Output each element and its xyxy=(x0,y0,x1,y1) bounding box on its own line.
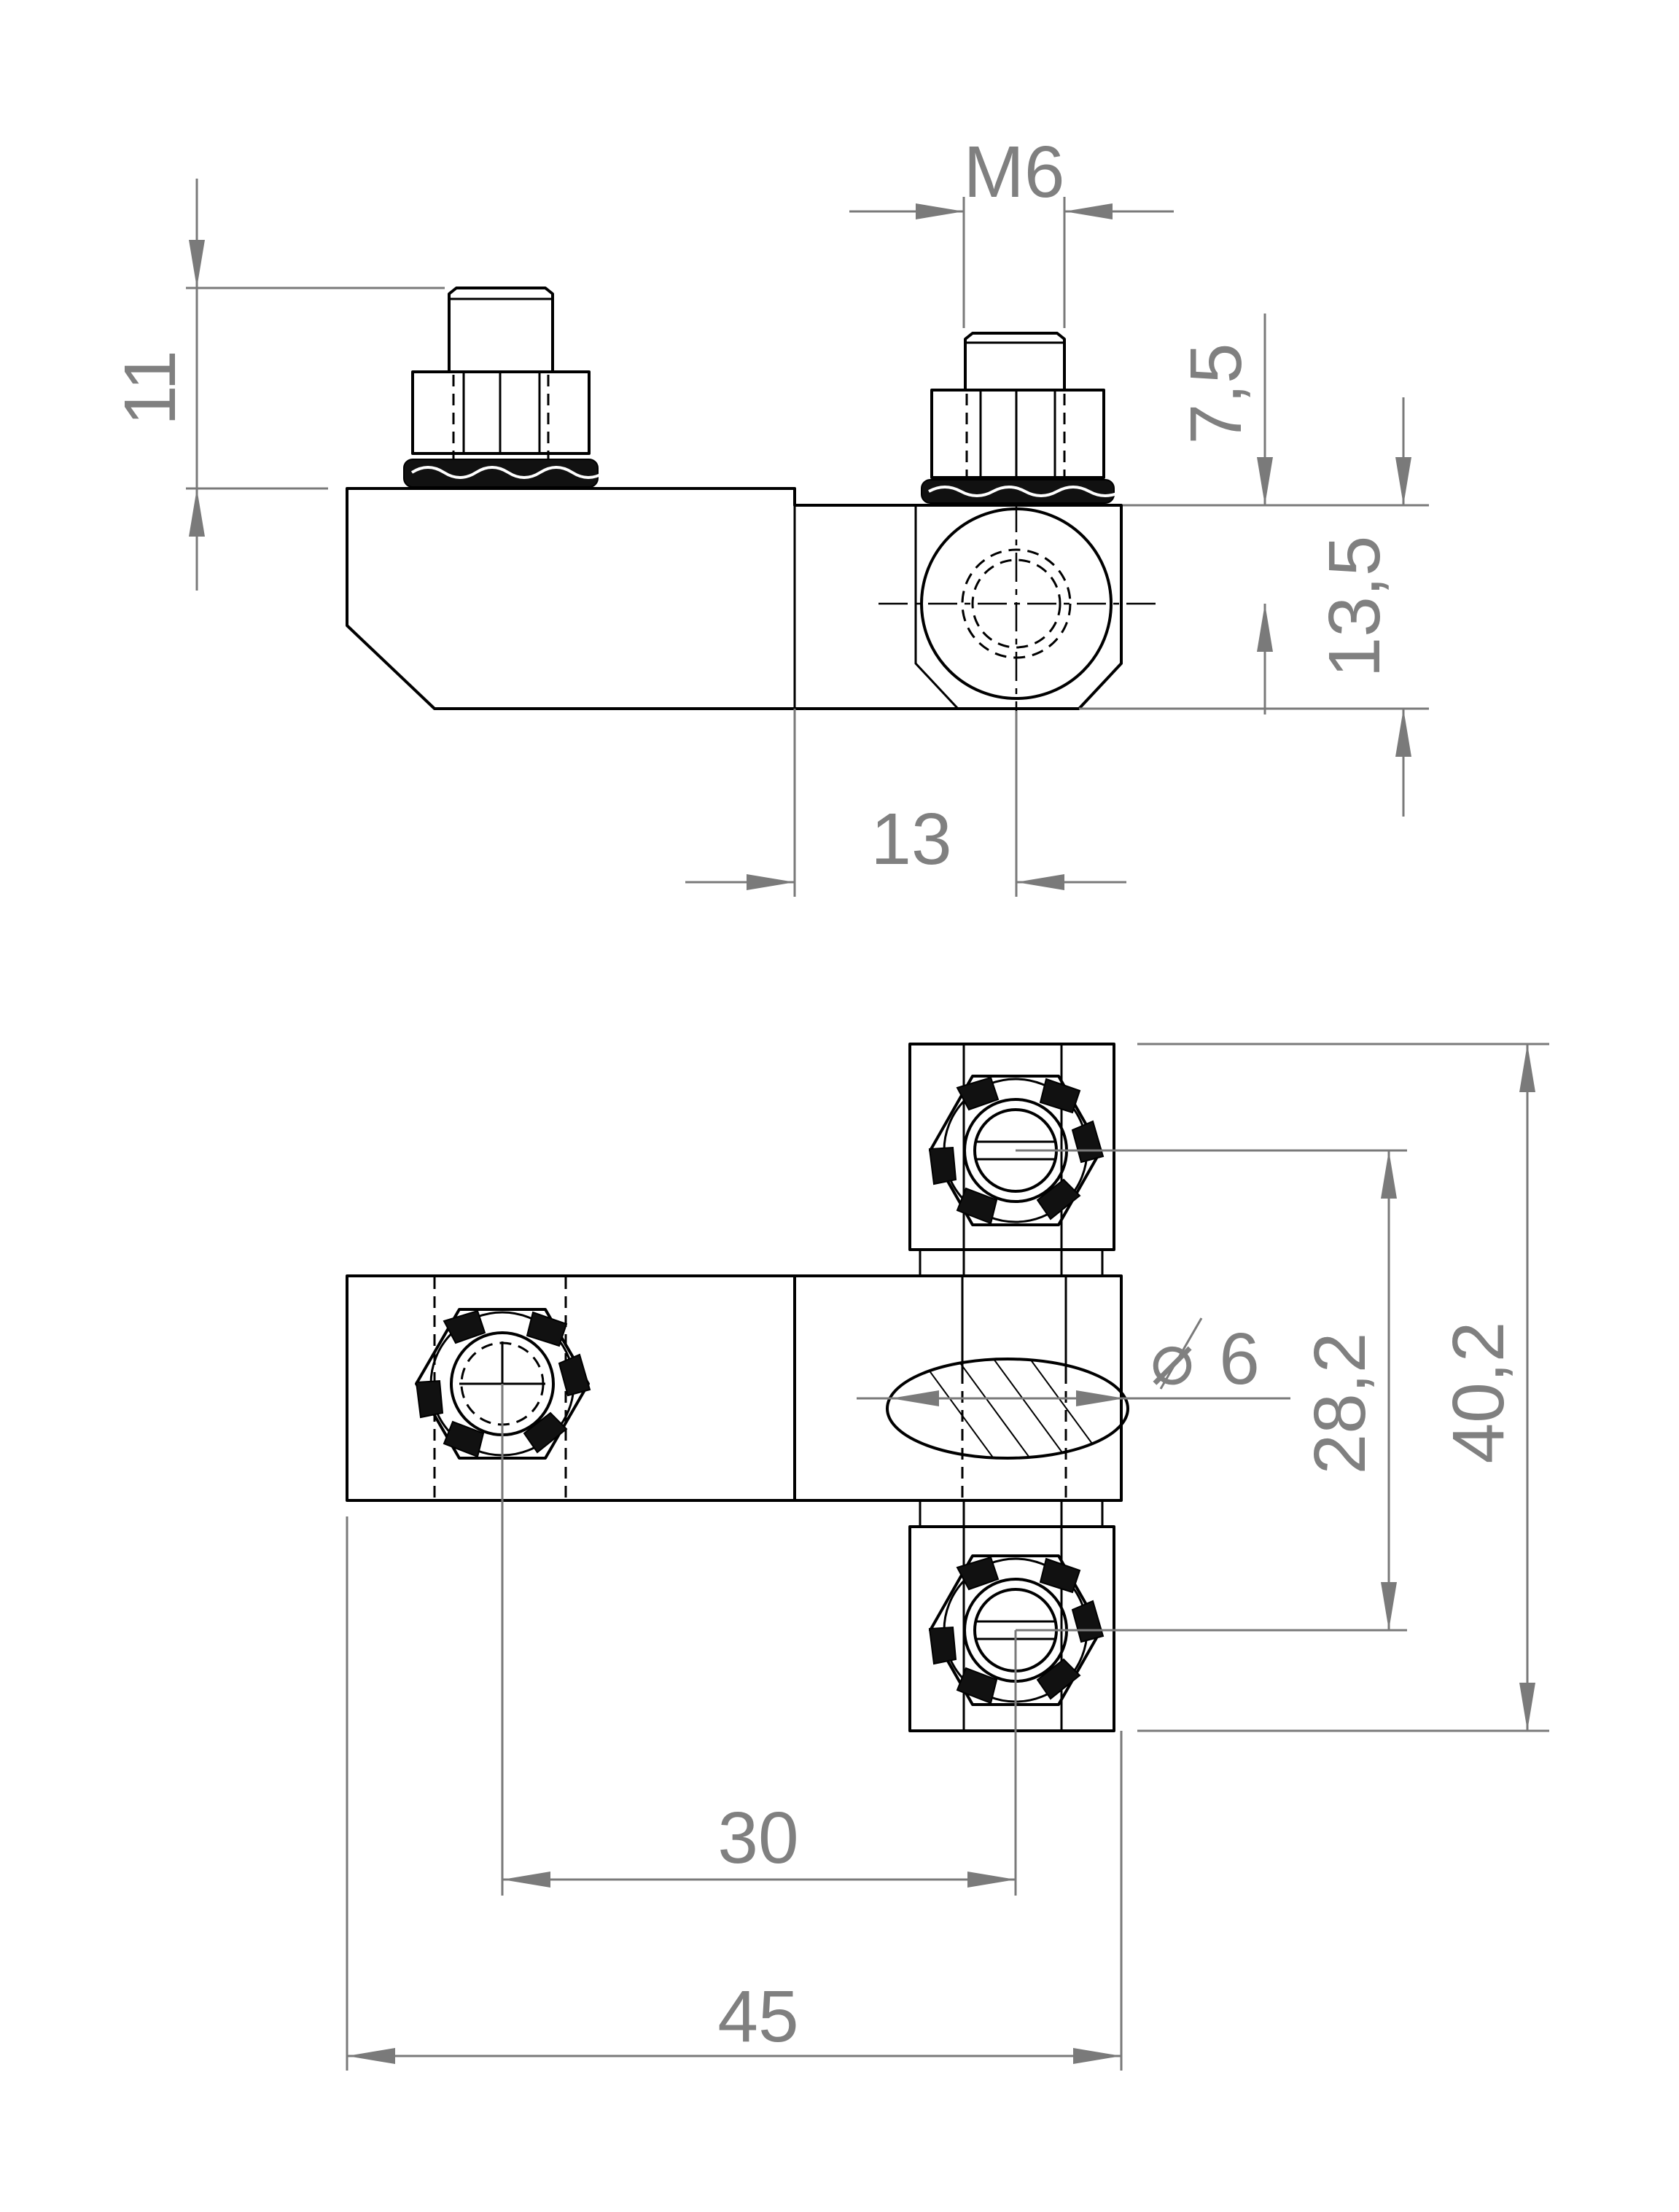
top-view-clamp-body xyxy=(793,1274,1123,1502)
dim-stud-spacing: 30 xyxy=(501,1384,1017,1896)
dim-diameter: ⌀ 6 xyxy=(857,1317,1290,1406)
top-view xyxy=(346,1043,1129,1732)
dim-hole-offset: 13 xyxy=(685,709,1126,897)
cross-hole-section xyxy=(886,1358,1129,1460)
dim-diameter-label: 6 xyxy=(1219,1318,1260,1400)
dim-stud-offset-label: 7,5 xyxy=(1175,343,1257,444)
dim-stud-height: 11 xyxy=(109,179,445,591)
dim-stud-height-label: 11 xyxy=(109,350,191,426)
dim-stud-spacing-label: 30 xyxy=(717,1797,798,1879)
side-view xyxy=(346,287,1159,711)
dim-overall-height-label: 40,2 xyxy=(1438,1322,1519,1464)
nut-left xyxy=(415,1308,591,1460)
dim-hole-spacing: 28,2 xyxy=(1016,1149,1407,1632)
dim-hole-offset-label: 13 xyxy=(870,798,951,880)
dim-hole-spacing-label: 28,2 xyxy=(1299,1333,1381,1475)
dim-overall-width: 45 xyxy=(346,1516,1123,2071)
dim-block-height: 13,5 xyxy=(1079,397,1429,817)
right-stud-assembly xyxy=(921,332,1122,504)
dim-overall-height: 40,2 xyxy=(1137,1043,1549,1732)
dim-diameter-symbol: ⌀ xyxy=(1150,1318,1194,1400)
left-stud-assembly xyxy=(403,287,606,488)
dim-thread-label: M6 xyxy=(964,131,1065,213)
lower-terminal-block xyxy=(908,1525,1115,1732)
dim-thread: M6 xyxy=(849,131,1174,328)
dim-block-height-label: 13,5 xyxy=(1314,536,1395,678)
dimensions: M6 11 7,5 13,5 xyxy=(109,131,1549,2071)
side-view-cross-hole xyxy=(879,503,1159,711)
dim-stud-offset: 7,5 xyxy=(1123,314,1429,714)
dim-overall-width-label: 45 xyxy=(717,1976,798,2057)
nut-upper xyxy=(928,1075,1105,1226)
side-view-body xyxy=(346,487,1123,710)
